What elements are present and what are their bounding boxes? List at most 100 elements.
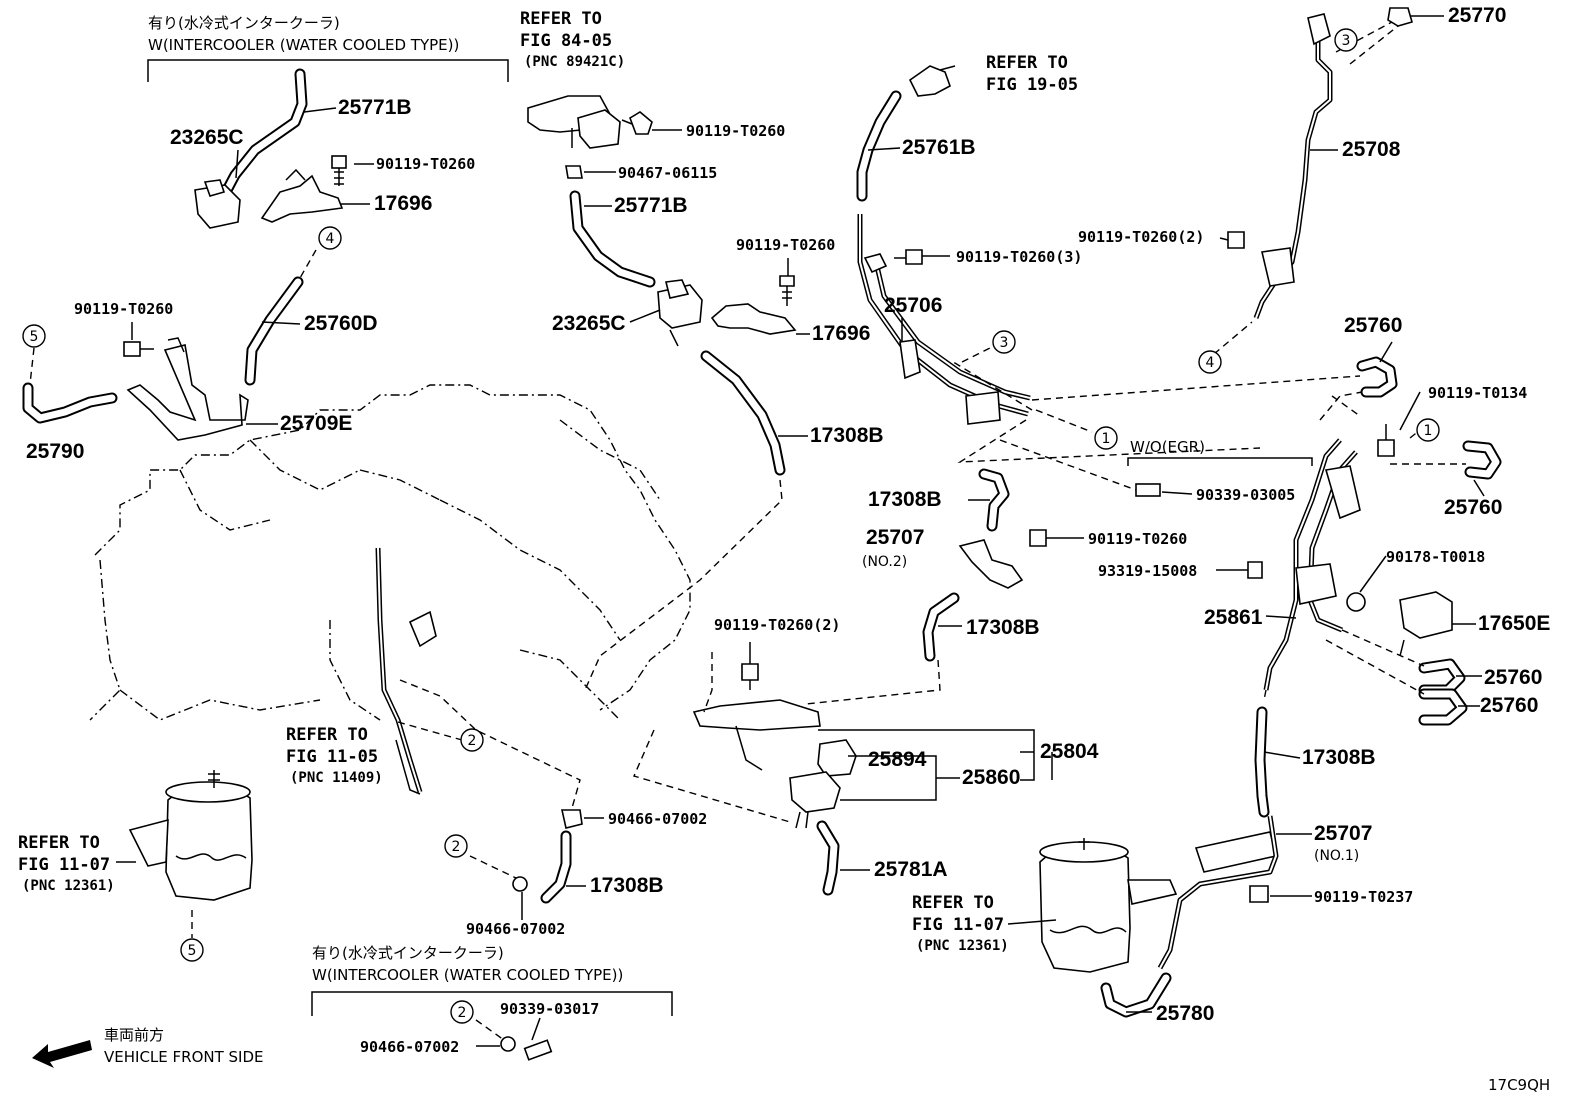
svg-text:90119-T0260(2): 90119-T0260(2)	[1078, 228, 1204, 246]
svg-text:90339-03017: 90339-03017	[500, 1000, 599, 1018]
svg-text:90119-T0260: 90119-T0260	[686, 122, 785, 140]
callout-5-left: 5	[22, 324, 46, 348]
svg-text:REFER TO: REFER TO	[286, 725, 368, 745]
fitting-fig19	[908, 65, 956, 97]
intercooler-note-top-en: W(INTERCOOLER (WATER COOLED TYPE))	[148, 36, 459, 54]
svg-text:90119-T0260: 90119-T0260	[736, 236, 835, 254]
svg-text:25706: 25706	[884, 294, 942, 317]
bracket-17696-left	[260, 168, 344, 223]
svg-text:90467-06115: 90467-06115	[618, 164, 717, 182]
svg-text:FIG 84-05: FIG 84-05	[520, 31, 612, 51]
svg-text:FIG 11-07: FIG 11-07	[912, 915, 1004, 935]
hose-25781A	[816, 820, 840, 896]
callout-3-top: 3	[1334, 28, 1358, 52]
callout-3-center: 3	[992, 330, 1016, 354]
svg-text:17308B: 17308B	[810, 424, 884, 447]
svg-text:17650E: 17650E	[1478, 612, 1550, 635]
pipe-25708	[1253, 13, 1333, 319]
intercooler-note-bottom-ja: 有り(水冷式インタークーラ)	[312, 944, 504, 962]
svg-text:23265C: 23265C	[552, 312, 626, 335]
hose-25771B-left	[220, 68, 308, 198]
wo-egr-note: W/O(EGR)	[1130, 438, 1205, 456]
svg-text:REFER TO: REFER TO	[986, 53, 1068, 73]
hose-17308B-c	[922, 592, 960, 662]
engine-mount-right	[1039, 838, 1178, 973]
svg-text:(NO.1): (NO.1)	[1314, 848, 1359, 864]
svg-text:4: 4	[326, 231, 335, 247]
svg-text:4: 4	[1206, 355, 1215, 371]
clamp-90466-07002-c	[500, 1036, 516, 1052]
svg-text:25790: 25790	[26, 440, 84, 463]
cap-25770	[1387, 7, 1413, 27]
svg-text:2: 2	[458, 1005, 467, 1021]
svg-text:5: 5	[188, 943, 197, 959]
svg-text:25860: 25860	[962, 766, 1020, 789]
svg-text:23265C: 23265C	[170, 126, 244, 149]
svg-text:90178-T0018: 90178-T0018	[1386, 548, 1485, 566]
svg-text:17308B: 17308B	[1302, 746, 1376, 769]
svg-text:25804: 25804	[1040, 740, 1099, 763]
sensor-89421C	[527, 95, 621, 149]
svg-text:1: 1	[1102, 431, 1111, 447]
svg-text:25760: 25760	[1484, 666, 1542, 689]
vsv-17650E	[1399, 591, 1453, 657]
hose-25760-top	[1356, 356, 1398, 398]
plug-90339-03017	[523, 1039, 553, 1061]
svg-text:3: 3	[1000, 335, 1009, 351]
svg-text:25771B: 25771B	[338, 96, 412, 119]
pipe-25707-no1	[1157, 815, 1279, 970]
hose-25760D	[244, 276, 304, 386]
callout-2-hose: 2	[444, 834, 468, 858]
callout-4-right: 4	[1198, 350, 1222, 374]
hose-25760-lower	[1418, 658, 1468, 726]
svg-text:(NO.2): (NO.2)	[862, 554, 907, 570]
svg-text:25771B: 25771B	[614, 194, 688, 217]
svg-text:17696: 17696	[812, 322, 870, 345]
hose-25760-right	[1462, 440, 1502, 480]
svg-text:25760: 25760	[1344, 314, 1402, 337]
svg-text:REFER TO: REFER TO	[912, 893, 994, 913]
bolt-90119-T0260-d	[779, 275, 795, 306]
bolt-90119-T0260-c	[621, 111, 653, 135]
callout-2-bottom: 2	[450, 1000, 474, 1024]
plug-90339-03005	[1135, 483, 1161, 497]
svg-text:FIG 11-05: FIG 11-05	[286, 747, 378, 767]
svg-text:17308B: 17308B	[966, 616, 1040, 639]
clamp-90466-07002-b	[512, 876, 528, 892]
svg-text:90466-07002: 90466-07002	[360, 1038, 459, 1056]
vsv-23265C-left	[194, 179, 241, 229]
svg-text:25760D: 25760D	[304, 312, 378, 335]
vehicle-front-en: VEHICLE FRONT SIDE	[104, 1048, 264, 1066]
svg-text:93319-15008: 93319-15008	[1098, 562, 1197, 580]
svg-text:3: 3	[1342, 33, 1351, 49]
svg-text:(PNC 11409): (PNC 11409)	[290, 770, 383, 786]
hose-25771B-center	[569, 190, 656, 288]
engine-outline	[89, 384, 691, 721]
svg-text:90466-07002: 90466-07002	[466, 920, 565, 938]
callout-circles: 3 4 5 3 4 1 1 2 2 5 2	[22, 28, 1440, 1024]
bracket-25707-no2	[958, 539, 1024, 589]
bolt-90119-T0260-a	[331, 155, 347, 186]
clamp-90466-07002-a	[561, 809, 583, 829]
intercooler-note-bottom-en: W(INTERCOOLER (WATER COOLED TYPE))	[312, 966, 623, 984]
intercooler-note-top-ja: 有り(水冷式インタークーラ)	[148, 14, 340, 32]
svg-text:90466-07002: 90466-07002	[608, 810, 707, 828]
part-labels: 25771B 23265C 90119-T0260 17696 25760D 9…	[26, 4, 1550, 1056]
svg-text:REFER TO: REFER TO	[18, 833, 100, 853]
callout-1-center: 1	[1094, 426, 1118, 450]
svg-text:5: 5	[30, 329, 39, 345]
hose-25790	[22, 382, 118, 424]
dipstick-tube	[375, 547, 437, 793]
bolt-93319-15008	[1247, 561, 1263, 579]
callout-5-mount: 5	[180, 938, 204, 962]
svg-text:17308B: 17308B	[868, 488, 942, 511]
vsv-23265C-center	[657, 279, 703, 347]
svg-text:2: 2	[452, 839, 461, 855]
dashed-connections	[191, 21, 1466, 1041]
vsv-25860	[789, 771, 841, 829]
svg-text:(PNC 12361): (PNC 12361)	[916, 938, 1009, 954]
svg-text:(PNC 12361): (PNC 12361)	[22, 878, 115, 894]
svg-text:90119-T0134: 90119-T0134	[1428, 384, 1527, 402]
svg-text:1: 1	[1424, 423, 1433, 439]
